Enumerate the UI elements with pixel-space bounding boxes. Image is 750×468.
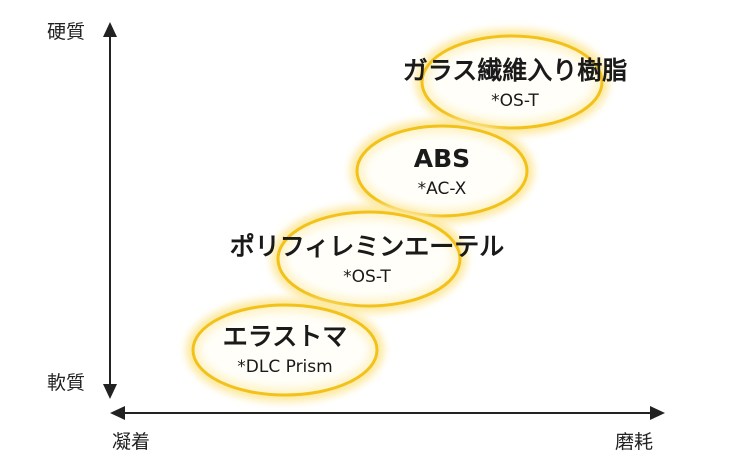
x-axis-arrow-left-icon bbox=[110, 406, 125, 420]
y-axis bbox=[103, 22, 117, 399]
item-abs: ABS *AC-X bbox=[342, 144, 542, 199]
item-subtitle: *OS-T bbox=[491, 90, 539, 111]
y-axis-top-label: 硬質 bbox=[47, 21, 86, 43]
x-axis bbox=[110, 406, 665, 420]
ellipse-abs bbox=[350, 119, 534, 223]
item-title: ポリフィレミンエーテル bbox=[229, 232, 505, 261]
item-polyphenylene-ether: ポリフィレミンエーテル *OS-T bbox=[207, 232, 527, 287]
ellipse-elastomer bbox=[186, 298, 384, 402]
x-axis-arrow-right-icon bbox=[650, 406, 665, 420]
ellipse-glass-fiber bbox=[415, 29, 609, 135]
item-title: ABS bbox=[413, 144, 471, 173]
item-elastomer: エラストマ *DLC Prism bbox=[190, 322, 380, 377]
y-axis-arrow-down-icon bbox=[103, 384, 117, 399]
y-axis-arrow-up-icon bbox=[103, 22, 117, 37]
item-title: ガラス繊維入り樹脂 bbox=[402, 56, 628, 85]
item-subtitle: *AC-X bbox=[417, 178, 467, 199]
item-glass-fiber-resin: ガラス繊維入り樹脂 *OS-T bbox=[365, 56, 665, 111]
item-title: エラストマ bbox=[222, 322, 348, 351]
item-subtitle: *OS-T bbox=[343, 266, 391, 287]
y-axis-bottom-label: 軟質 bbox=[47, 372, 86, 394]
glow-ellipses bbox=[186, 29, 609, 402]
x-axis-right-label: 磨耗 bbox=[615, 431, 654, 453]
item-subtitle: *DLC Prism bbox=[237, 356, 333, 377]
ellipse-polyphenylene-ether bbox=[271, 205, 467, 313]
x-axis-left-label: 凝着 bbox=[112, 431, 151, 453]
